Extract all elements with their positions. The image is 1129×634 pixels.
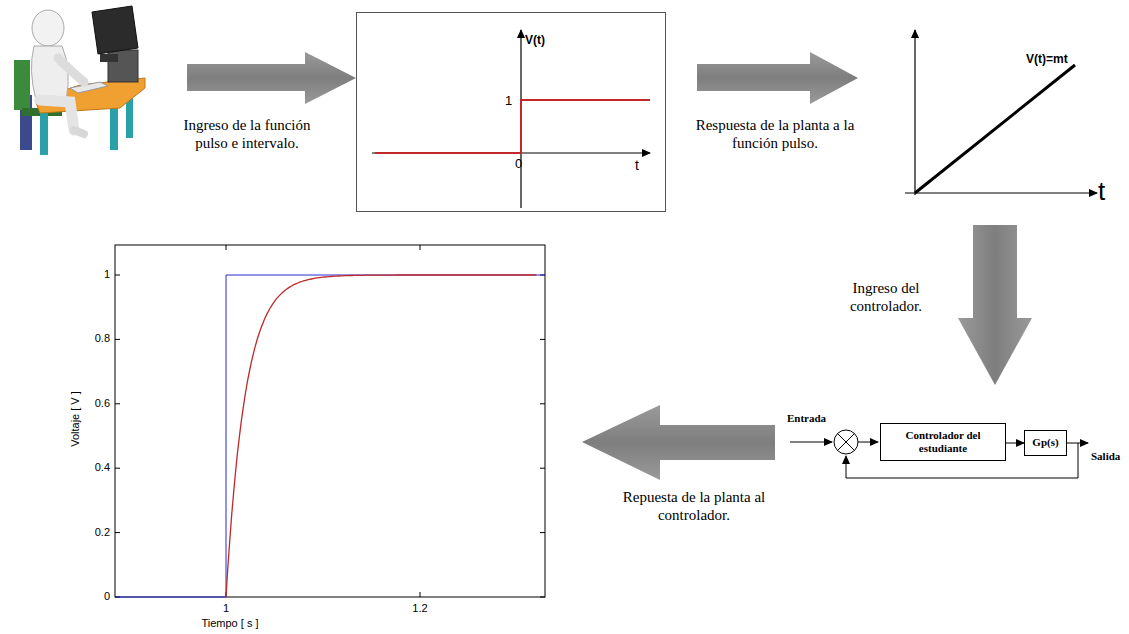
- signal-name: Salida: [1091, 450, 1120, 462]
- tick-value: 0.2: [66, 526, 110, 538]
- tick-value: 0.8: [66, 332, 110, 344]
- step-plot: [372, 30, 650, 208]
- axis-tick: [115, 275, 120, 276]
- axis-label: t: [1098, 176, 1105, 207]
- flow-arrow: [958, 225, 1032, 385]
- tick-value: 0.4: [66, 461, 110, 473]
- step-caption: Ingreso del controlador.: [818, 279, 954, 315]
- axis-title: Voltaje [ V ]: [69, 374, 81, 464]
- signal-name: Entrada: [787, 412, 826, 424]
- controller-block: Controlador del estudiante: [880, 423, 1006, 461]
- axis-tick: [540, 597, 545, 598]
- axis-tick: [115, 339, 120, 340]
- user-at-computer: [14, 6, 145, 155]
- axis-tick: [540, 532, 545, 533]
- tick-value: 1: [206, 602, 246, 614]
- axis-label: V(t): [525, 33, 545, 47]
- tick-value: 0: [66, 590, 110, 602]
- axis-title: Tiempo [ s ]: [180, 617, 280, 629]
- axis-tick: [540, 403, 545, 404]
- signal-connector: [1006, 443, 1024, 444]
- response-plot: [115, 245, 545, 597]
- block-label: Controlador del estudiante: [886, 429, 1000, 455]
- axis-tick: [540, 468, 545, 469]
- axis-tick: [420, 245, 421, 250]
- step-caption: Repuesta de la planta al controlador.: [596, 488, 792, 524]
- flow-arrow: [697, 52, 858, 104]
- plant-block: Gp(s): [1024, 430, 1067, 456]
- axis-tick: [540, 339, 545, 340]
- tick-value: 1: [505, 93, 512, 108]
- step-plot-box: V(t) 1 0 t: [356, 12, 666, 212]
- function-label: V(t)=mt: [1026, 52, 1068, 66]
- flow-arrow: [582, 405, 775, 480]
- step-caption: Respuesta de la planta a la función puls…: [695, 116, 855, 152]
- axis-tick: [115, 532, 120, 533]
- block-label: Gp(s): [1030, 436, 1061, 449]
- flow-arrow: [187, 52, 356, 104]
- tick-value: 1.2: [400, 602, 440, 614]
- step-caption: Ingreso de la función pulso e intervalo.: [172, 116, 322, 152]
- axis-tick: [115, 403, 120, 404]
- tick-value: 0: [515, 156, 522, 171]
- axis-tick: [420, 592, 421, 597]
- axis-tick: [115, 468, 120, 469]
- axis-label: t: [635, 157, 639, 173]
- axis-tick: [226, 245, 227, 250]
- tick-value: 1: [66, 268, 110, 280]
- ramp-plot: [905, 30, 1097, 195]
